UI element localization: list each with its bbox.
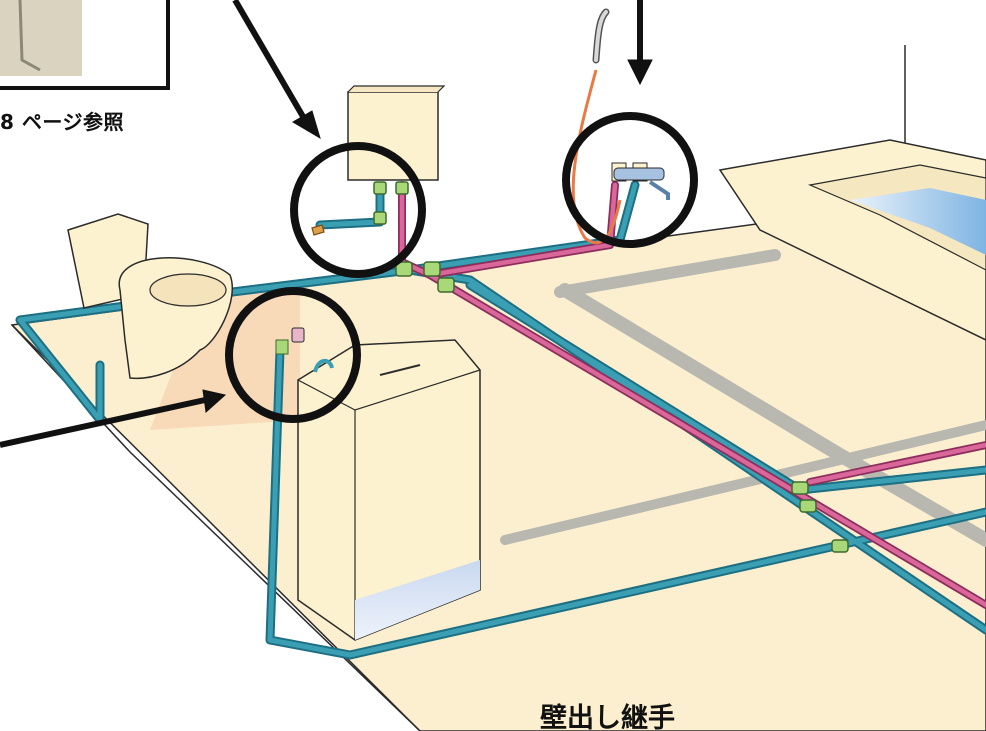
wall-fitting-label: 壁出し継手 [540, 703, 675, 731]
reference-photo-frame [0, 0, 170, 90]
arrow-icon-head [202, 389, 227, 414]
washing-machine-icon [297, 339, 481, 641]
toilet-icon [67, 213, 233, 380]
water-heater-icon [347, 85, 446, 181]
circle-washer-connection [225, 287, 361, 423]
circle-faucet-connection [562, 112, 698, 248]
page-reference-label: 8 ページ参照 [0, 110, 124, 134]
bathtub [718, 139, 986, 341]
washer-valve-icon [275, 327, 305, 355]
pipe-joint-icon [373, 181, 849, 553]
faucet-icon [611, 162, 670, 200]
circle-heater-connection [290, 142, 426, 278]
drain-pipes [500, 249, 986, 547]
arrow-icon [0, 397, 206, 448]
shower-icon [571, 8, 622, 245]
floor [10, 45, 986, 731]
arrow-icon-head [292, 110, 321, 140]
highlight-circles [225, 112, 698, 423]
arrows [0, 0, 653, 448]
hose-bib-icon [311, 224, 325, 236]
arrow-icon [232, 0, 308, 122]
arrow-icon-head [627, 59, 653, 86]
